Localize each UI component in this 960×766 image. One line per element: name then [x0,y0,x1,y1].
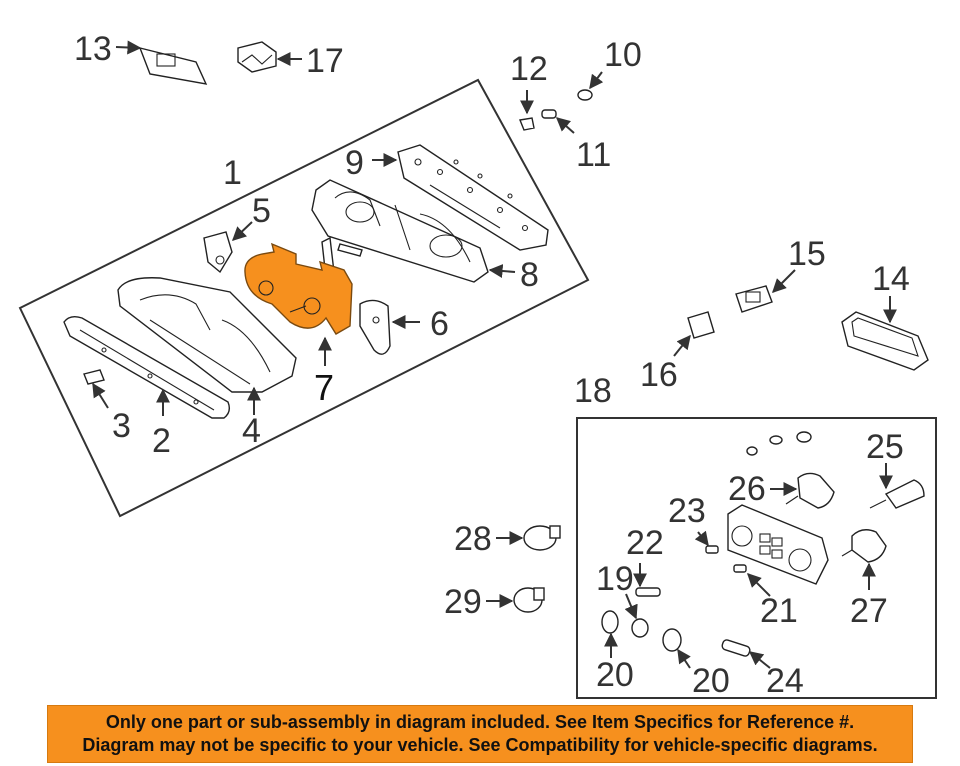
leader-21 [747,573,771,597]
climate-control-assembly-frame [576,417,937,699]
leader-15 [772,269,796,293]
callout-14: 14 [872,260,910,298]
callout-23: 23 [668,492,706,530]
part-17-cap [237,41,277,73]
callout-27: 27 [850,592,888,630]
part-24-bulb [721,639,751,657]
callout-19: 19 [596,560,634,598]
callout-1: 1 [223,154,242,192]
part-12-bulb [519,117,535,131]
leader-24 [748,651,771,669]
leader-19 [624,593,638,620]
part-22-bulb [635,587,661,597]
cluster-assembly-frame [18,78,590,518]
callout-22: 22 [626,524,664,562]
leader-20-right [677,648,691,669]
part-20-knob-right [662,628,682,652]
callout-15: 15 [788,235,826,273]
leader-13 [115,40,142,55]
part-5-bracket [203,231,233,274]
callout-5: 5 [252,192,271,230]
part-11-bulb [541,109,557,119]
part-3-clip [83,369,105,385]
part-26-switch [785,472,835,509]
leader-5 [231,221,253,241]
disclaimer-line-2: Diagram may not be specific to your vehi… [82,735,878,755]
callout-4: 4 [242,412,261,450]
callout-29: 29 [444,583,482,621]
callout-12: 12 [510,50,548,88]
callout-16: 16 [640,356,678,394]
part-15-switch [735,285,773,313]
callout-3: 3 [112,407,131,445]
part-9-circuit-board [397,144,549,251]
part-28-knob [523,525,561,551]
part-16-switch [687,311,715,339]
part-25-actuator [869,479,925,509]
callout-13: 13 [74,30,112,68]
part-2-lens-cover [63,315,231,419]
leader-3 [92,382,109,409]
part-20-knob-left [601,610,619,634]
callout-7: 7 [314,367,334,408]
part-10-bulb [577,89,593,101]
bulbs-group [746,431,812,456]
callout-21: 21 [760,592,798,630]
leader-8 [488,264,516,278]
callout-20-left: 20 [596,656,634,694]
part-14-display-module [841,311,929,371]
part-13-switch [138,46,208,85]
part-19-knob [631,618,649,638]
callout-25: 25 [866,428,904,466]
disclaimer-banner: Only one part or sub-assembly in diagram… [47,705,913,763]
leader-11 [555,117,575,134]
callout-28: 28 [454,520,492,558]
part-8-cluster-case [311,179,489,283]
part-23-bulb [705,545,719,554]
leader-23 [694,530,709,547]
callout-10: 10 [604,36,642,74]
callout-26: 26 [728,470,766,508]
part-27-switch [841,529,887,563]
callout-8: 8 [520,256,539,294]
part-29-knob [513,587,545,613]
callout-6: 6 [430,305,449,343]
leader-10 [589,71,604,90]
callout-17: 17 [306,42,344,80]
leader-16 [673,334,691,357]
climate-control-panel [727,504,829,585]
callout-11: 11 [576,136,611,174]
part-7-highlighted [244,242,353,335]
callout-2: 2 [152,422,171,460]
disclaimer-line-1: Only one part or sub-assembly in diagram… [105,712,855,732]
part-21-bulb [733,564,747,573]
callout-18: 18 [574,372,612,410]
callout-20-right: 20 [692,662,730,700]
callout-9: 9 [345,144,364,182]
callout-24: 24 [766,662,804,700]
part-6-bracket [359,299,391,355]
